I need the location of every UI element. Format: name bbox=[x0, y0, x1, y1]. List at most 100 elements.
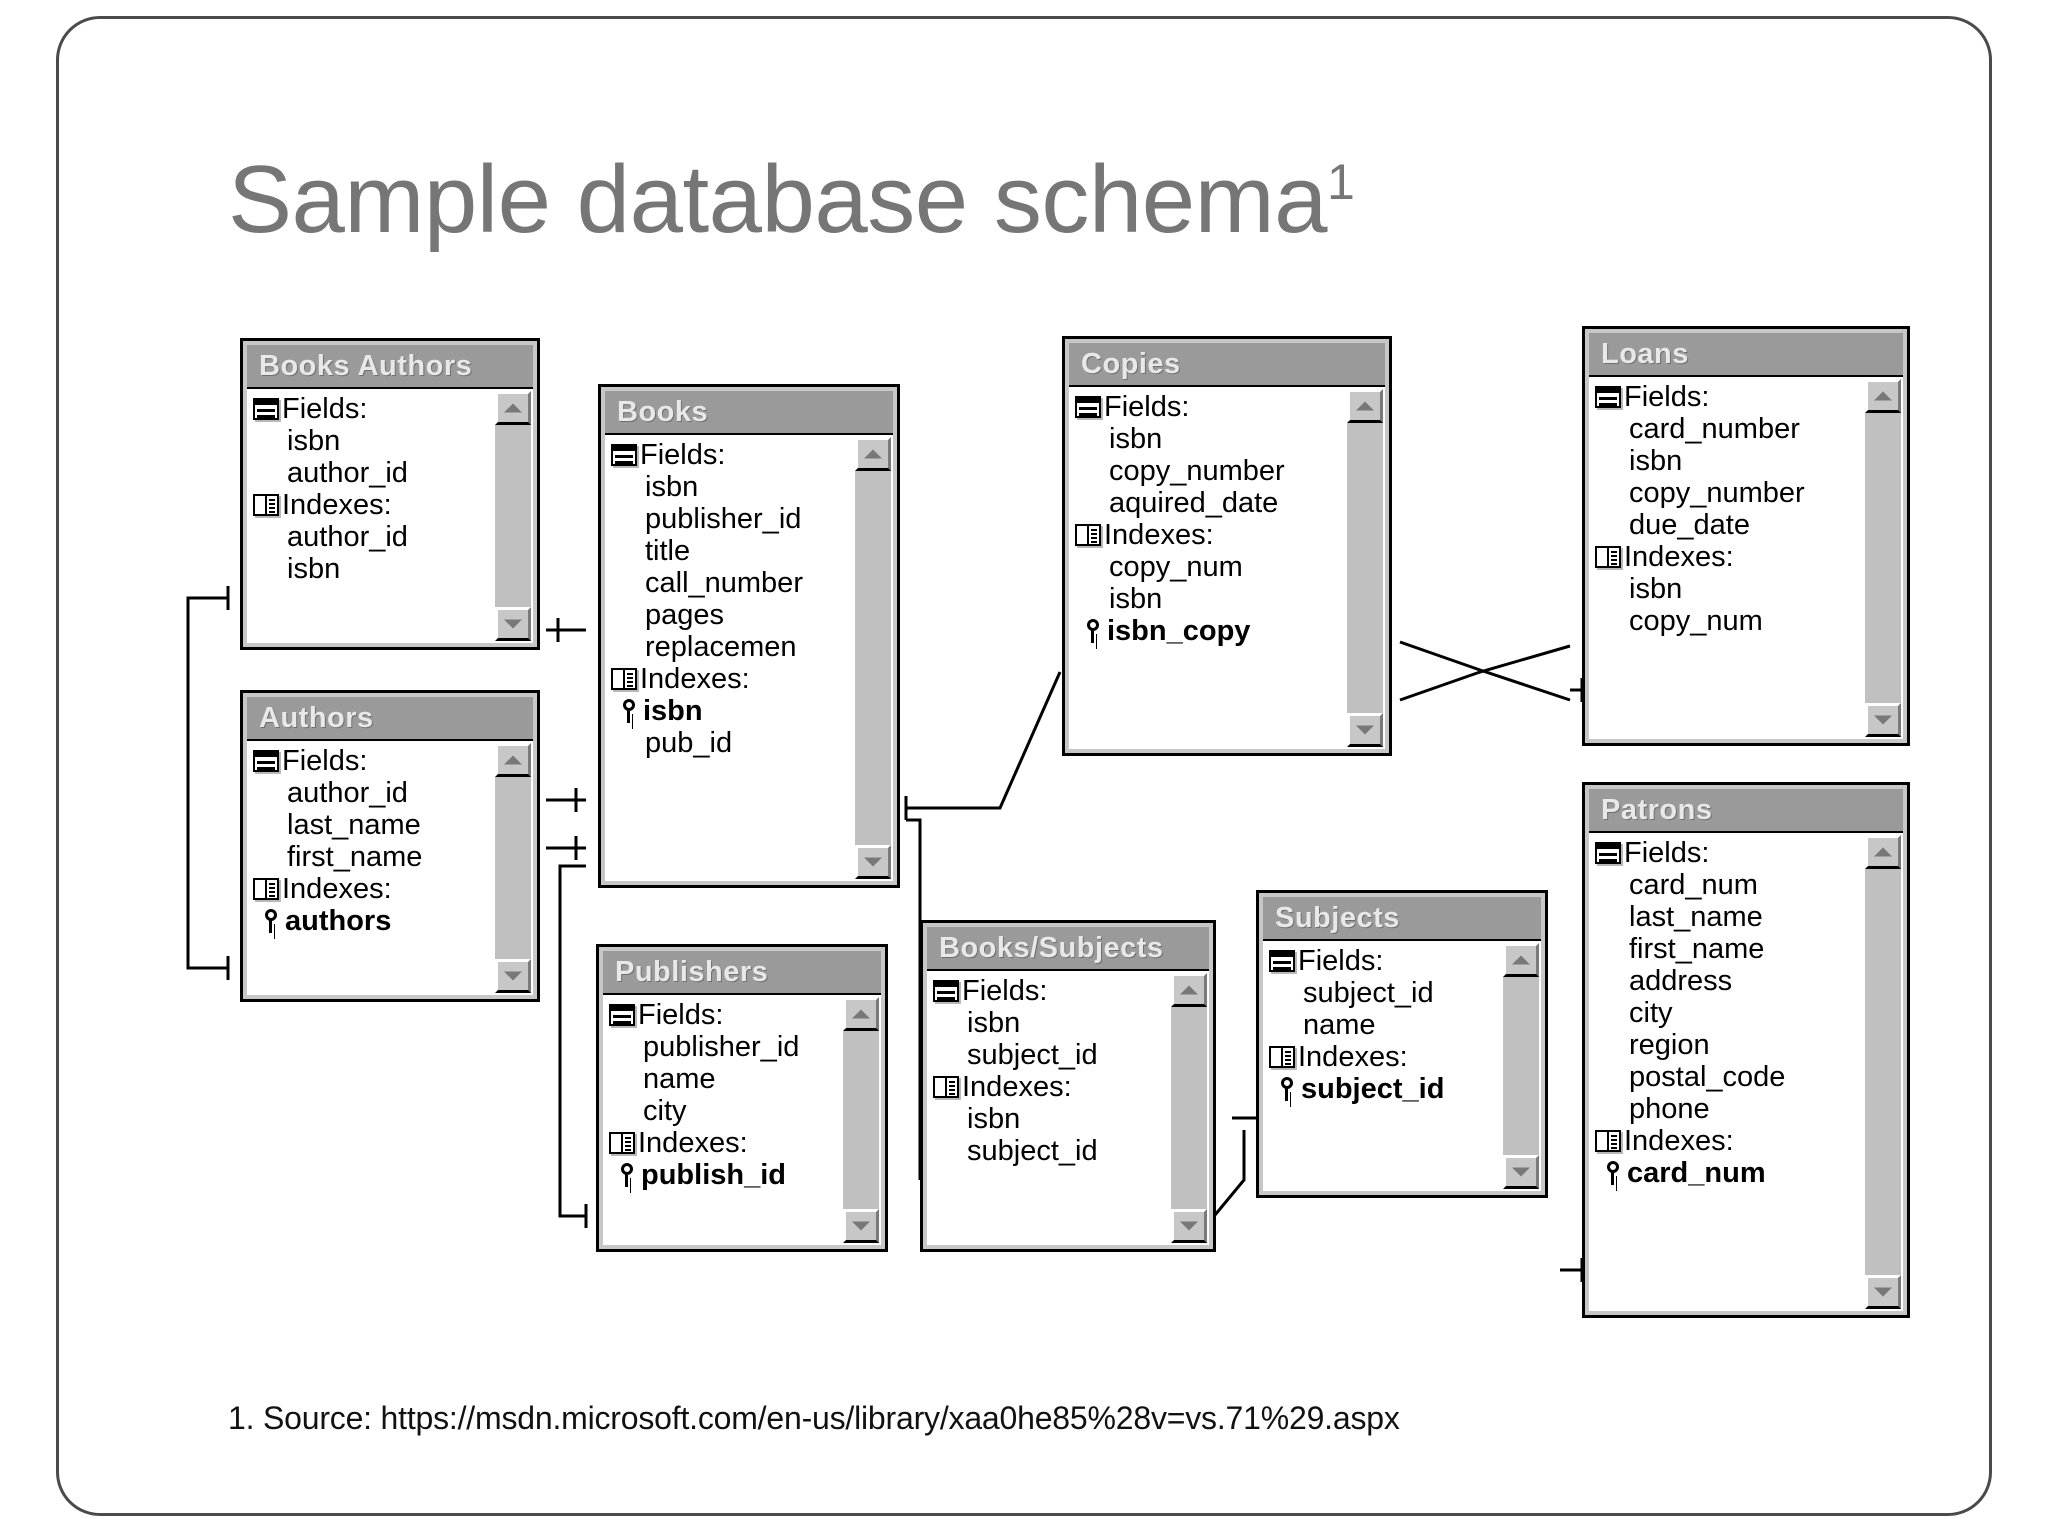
scrollbar-track[interactable] bbox=[1865, 869, 1901, 1275]
scrollbar-vertical[interactable] bbox=[855, 437, 891, 879]
fields-icon bbox=[1595, 842, 1621, 864]
scrollbar-vertical[interactable] bbox=[843, 997, 879, 1243]
fields-header: Fields: bbox=[609, 999, 841, 1031]
field-row: title bbox=[645, 535, 691, 567]
triangle-up-icon bbox=[1512, 955, 1530, 965]
table-window-subjects[interactable]: Subjects Fields: subject_id name Indexes… bbox=[1256, 890, 1548, 1198]
fields-icon bbox=[1269, 950, 1295, 972]
table-window-books-authors[interactable]: Books Authors Fields: isbn author_id Ind… bbox=[240, 338, 540, 650]
scrollbar-vertical[interactable] bbox=[1171, 973, 1207, 1243]
scroll-down-button[interactable] bbox=[1865, 703, 1901, 737]
source-footnote: 1. Source: https://msdn.microsoft.com/en… bbox=[228, 1400, 1400, 1436]
table-window-publishers[interactable]: Publishers Fields: publisher_id name cit… bbox=[596, 944, 888, 1252]
scroll-down-button[interactable] bbox=[1503, 1155, 1539, 1189]
index-row-primary: subject_id bbox=[1269, 1073, 1501, 1105]
index-row: copy_num bbox=[1629, 605, 1763, 637]
scrollbar-track[interactable] bbox=[495, 425, 531, 607]
field-row: city bbox=[1629, 997, 1673, 1029]
table-body: Fields: isbn subject_id Indexes: isbn su… bbox=[927, 969, 1209, 1245]
scroll-up-button[interactable] bbox=[1865, 379, 1901, 413]
table-window-authors[interactable]: Authors Fields: author_id last_name firs… bbox=[240, 690, 540, 1002]
indexes-icon bbox=[933, 1076, 959, 1098]
fields-header: Fields: bbox=[1595, 837, 1863, 869]
table-window-loans[interactable]: Loans Fields: card_number isbn copy_numb… bbox=[1582, 326, 1910, 746]
fields-icon bbox=[253, 398, 279, 420]
page-title: Sample database schema1 bbox=[228, 152, 1355, 248]
field-row: postal_code bbox=[1629, 1061, 1786, 1093]
triangle-down-icon bbox=[1874, 715, 1892, 725]
index-label: isbn_copy bbox=[1107, 615, 1251, 647]
scroll-up-button[interactable] bbox=[495, 391, 531, 425]
indexes-label: Indexes: bbox=[962, 1071, 1072, 1103]
scrollbar-track[interactable] bbox=[843, 1031, 879, 1209]
index-label: authors bbox=[285, 905, 392, 937]
scroll-down-button[interactable] bbox=[1865, 1275, 1901, 1309]
table-body: Fields: publisher_id name city Indexes: … bbox=[603, 993, 881, 1245]
key-icon bbox=[621, 699, 641, 723]
scroll-up-button[interactable] bbox=[1865, 835, 1901, 869]
scroll-down-button[interactable] bbox=[1347, 713, 1383, 747]
scroll-down-button[interactable] bbox=[1171, 1209, 1207, 1243]
scroll-up-button[interactable] bbox=[855, 437, 891, 471]
key-icon bbox=[619, 1163, 639, 1187]
scrollbar-track[interactable] bbox=[1503, 977, 1539, 1155]
scrollbar-track[interactable] bbox=[1171, 1007, 1207, 1209]
index-row-primary: authors bbox=[253, 905, 493, 937]
fields-icon bbox=[1595, 386, 1621, 408]
scroll-down-button[interactable] bbox=[495, 607, 531, 641]
scrollbar-vertical[interactable] bbox=[1865, 835, 1901, 1309]
scroll-up-button[interactable] bbox=[843, 997, 879, 1031]
scrollbar-vertical[interactable] bbox=[1503, 943, 1539, 1189]
fields-header: Fields: bbox=[253, 745, 493, 777]
index-label: isbn bbox=[643, 695, 703, 727]
field-row: first_name bbox=[287, 841, 423, 873]
scroll-up-button[interactable] bbox=[1171, 973, 1207, 1007]
scrollbar-track[interactable] bbox=[1347, 423, 1383, 713]
scroll-up-button[interactable] bbox=[495, 743, 531, 777]
scrollbar-track[interactable] bbox=[855, 471, 891, 845]
fields-icon bbox=[611, 444, 637, 466]
field-row: isbn bbox=[1109, 423, 1163, 455]
scrollbar-vertical[interactable] bbox=[495, 743, 531, 993]
scroll-down-button[interactable] bbox=[843, 1209, 879, 1243]
table-window-books[interactable]: Books Fields: isbn publisher_id title ca… bbox=[598, 384, 900, 888]
index-row: pub_id bbox=[645, 727, 733, 759]
scrollbar-vertical[interactable] bbox=[495, 391, 531, 641]
scroll-down-button[interactable] bbox=[855, 845, 891, 879]
table-caption: Patrons bbox=[1589, 789, 1903, 831]
scroll-down-button[interactable] bbox=[495, 959, 531, 993]
scrollbar-vertical[interactable] bbox=[1865, 379, 1901, 737]
table-inner: Loans Fields: card_number isbn copy_numb… bbox=[1589, 333, 1903, 739]
key-icon bbox=[1605, 1161, 1625, 1185]
field-row: call_number bbox=[645, 567, 803, 599]
fields-label: Fields: bbox=[962, 975, 1048, 1007]
table-rows: Fields: isbn copy_number aquired_date In… bbox=[1069, 387, 1345, 647]
fields-header: Fields: bbox=[253, 393, 493, 425]
index-row: isbn bbox=[967, 1103, 1021, 1135]
table-body: Fields: isbn publisher_id title call_num… bbox=[605, 433, 893, 881]
table-window-books-subjects[interactable]: Books/Subjects Fields: isbn subject_id I… bbox=[920, 920, 1216, 1252]
scroll-up-button[interactable] bbox=[1503, 943, 1539, 977]
indexes-label: Indexes: bbox=[1624, 541, 1734, 573]
table-inner: Books Authors Fields: isbn author_id Ind… bbox=[247, 345, 533, 643]
fields-header: Fields: bbox=[1075, 391, 1345, 423]
indexes-label: Indexes: bbox=[1298, 1041, 1408, 1073]
table-window-copies[interactable]: Copies Fields: isbn copy_number aquired_… bbox=[1062, 336, 1392, 756]
table-rows: Fields: isbn subject_id Indexes: isbn su… bbox=[927, 971, 1169, 1167]
table-window-patrons[interactable]: Patrons Fields: card_num last_name first… bbox=[1582, 782, 1910, 1318]
triangle-down-icon bbox=[1180, 1221, 1198, 1231]
triangle-down-icon bbox=[504, 971, 522, 981]
fields-icon bbox=[933, 980, 959, 1002]
scroll-up-button[interactable] bbox=[1347, 389, 1383, 423]
field-row: subject_id bbox=[1303, 977, 1434, 1009]
field-row: first_name bbox=[1629, 933, 1765, 965]
fields-label: Fields: bbox=[282, 393, 368, 425]
scrollbar-track[interactable] bbox=[1865, 413, 1901, 703]
scrollbar-track[interactable] bbox=[495, 777, 531, 959]
fields-header: Fields: bbox=[1269, 945, 1501, 977]
scrollbar-vertical[interactable] bbox=[1347, 389, 1383, 747]
field-row: isbn bbox=[287, 425, 341, 457]
table-caption: Publishers bbox=[603, 951, 881, 993]
indexes-label: Indexes: bbox=[1624, 1125, 1734, 1157]
